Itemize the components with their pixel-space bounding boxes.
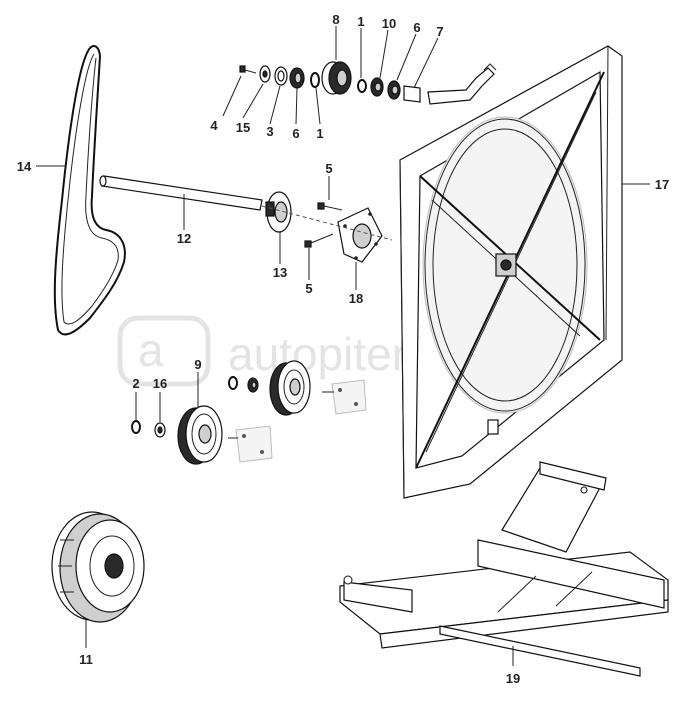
idler-pulley <box>269 360 311 416</box>
part-9-pulley <box>177 405 223 465</box>
part-17-fan-frame <box>399 45 623 499</box>
part-15-washer <box>259 65 271 83</box>
callout-9: 9 <box>194 357 201 372</box>
callout-15: 15 <box>236 120 250 135</box>
part-1-circlip-left <box>310 72 320 88</box>
callout-6-bottom: 6 <box>292 126 299 141</box>
part-3-ring <box>274 66 288 86</box>
callout-17: 17 <box>655 177 669 192</box>
part-4-bolt <box>239 65 257 74</box>
part-2-circlip <box>131 420 141 434</box>
callout-6-top: 6 <box>413 20 420 35</box>
tensioner-bracket-lower <box>228 425 273 463</box>
idler-circlip <box>228 376 238 390</box>
callout-labels: 8 1 10 6 7 4 15 3 6 1 14 17 12 5 13 5 18… <box>17 12 669 686</box>
callout-16: 16 <box>153 376 167 391</box>
callout-12: 12 <box>177 231 191 246</box>
callout-11: 11 <box>79 652 93 667</box>
callout-14: 14 <box>17 159 32 174</box>
callout-10: 10 <box>382 16 396 31</box>
idler-bearing <box>247 377 259 393</box>
part-13-flange <box>265 191 292 233</box>
callout-5-top: 5 <box>325 161 332 176</box>
leader-lines <box>36 26 650 666</box>
callout-13: 13 <box>273 265 287 280</box>
part-5-bolt-upper <box>317 202 343 211</box>
callout-19: 19 <box>506 671 520 686</box>
callout-18: 18 <box>349 291 363 306</box>
part-5-bolt-lower <box>304 233 334 248</box>
part-6-bearing-left <box>289 67 305 89</box>
watermark-logo-glyph: a <box>138 324 164 376</box>
part-8-pulley <box>321 61 352 95</box>
part-18-bearing-housing <box>337 207 383 263</box>
callout-2: 2 <box>132 376 139 391</box>
callout-1-top: 1 <box>357 14 364 29</box>
part-10-bearing <box>370 77 384 97</box>
part-16-washer <box>154 422 166 438</box>
callout-1-bottom: 1 <box>316 126 323 141</box>
part-11-drum <box>51 511 145 623</box>
part-14-v-belt <box>53 45 126 336</box>
callout-4: 4 <box>210 118 218 133</box>
part-12-shaft <box>99 175 263 211</box>
callout-7: 7 <box>436 24 443 39</box>
tensioner-bracket-upper <box>322 379 367 415</box>
callout-3: 3 <box>266 124 273 139</box>
callout-8: 8 <box>332 12 339 27</box>
callout-5-bottom: 5 <box>305 281 312 296</box>
part-7-spindle <box>403 63 497 105</box>
part-19-chassis-frame <box>339 461 669 677</box>
part-1-circlip-right <box>357 79 367 93</box>
part-6-bearing-right <box>387 80 401 100</box>
